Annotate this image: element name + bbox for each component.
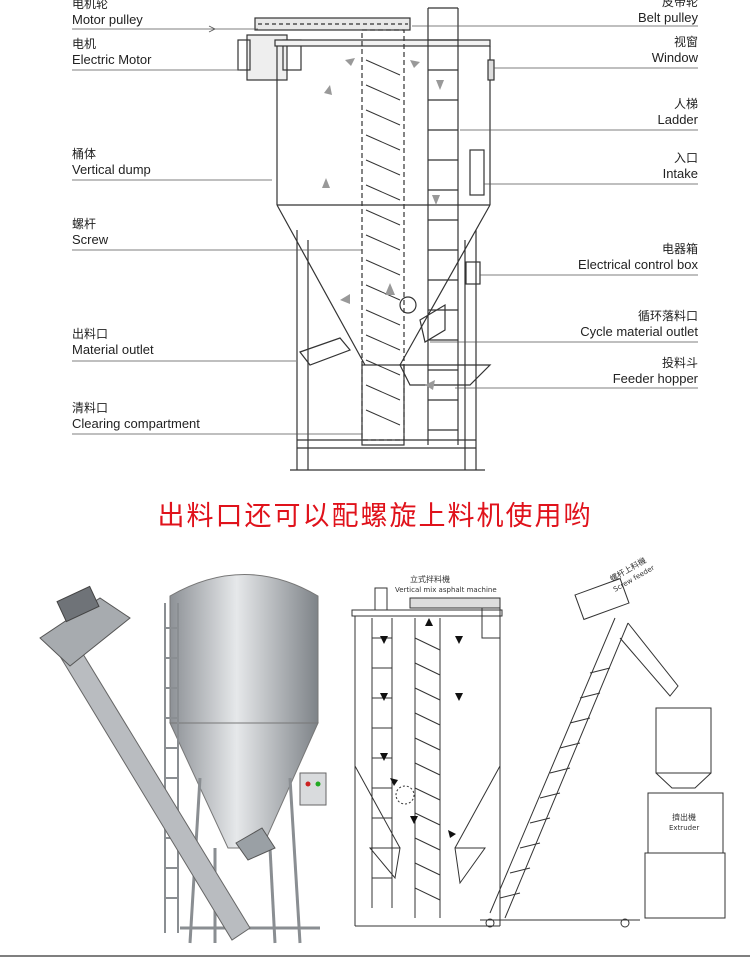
promo-banner: 出料口还可以配螺旋上料机使用哟: [0, 478, 750, 548]
label-material-outlet: 出料口 Material outlet: [72, 327, 154, 357]
label-cycle-material-outlet: 循环落料口 Cycle material outlet: [580, 309, 698, 339]
vertical-mixer-drawing: [351, 587, 503, 927]
label-electrical-control-box: 电器箱 Electrical control box: [578, 242, 698, 272]
label-clearing-compartment: 清料口 Clearing compartment: [72, 401, 200, 431]
label-screw: 螺杆 Screw: [72, 217, 109, 247]
label-belt-pulley: 皮带轮 Belt pulley: [638, 0, 698, 25]
screw-feeder-drawing: [480, 577, 726, 928]
mixer-structure-diagram: 电机轮 Motor pulley 电机 Electric Motor 桶体 Ve…: [0, 0, 750, 478]
extruder-en-caption: Extruder: [669, 824, 699, 832]
label-motor-pulley: 电机轮 Motor pulley: [72, 0, 143, 27]
product-illustrations: 立式拌料機 Vertical mix asphalt machine 螺杆上料機…: [0, 555, 750, 957]
product-photos-panel: 立式拌料機 Vertical mix asphalt machine 螺杆上料機…: [0, 548, 750, 960]
label-feeder-hopper: 投料斗 Feeder hopper: [612, 356, 698, 386]
label-intake: 入口 Intake: [662, 151, 698, 181]
mixer-schematic: [72, 7, 698, 471]
mixer-en-caption: Vertical mix asphalt machine: [395, 586, 497, 594]
extruder-cn-caption: 擠出機: [672, 812, 696, 822]
label-ladder: 人梯 Ladder: [657, 97, 698, 127]
mixer-cn-caption: 立式拌料機: [410, 574, 450, 584]
label-electric-motor: 电机 Electric Motor: [72, 37, 152, 67]
banner-text: 出料口还可以配螺旋上料机使用哟: [157, 500, 593, 532]
label-vertical-dump: 桶体 Vertical dump: [72, 147, 151, 177]
label-window: 视窗 Window: [651, 35, 698, 65]
mixer-photo: [20, 556, 338, 951]
